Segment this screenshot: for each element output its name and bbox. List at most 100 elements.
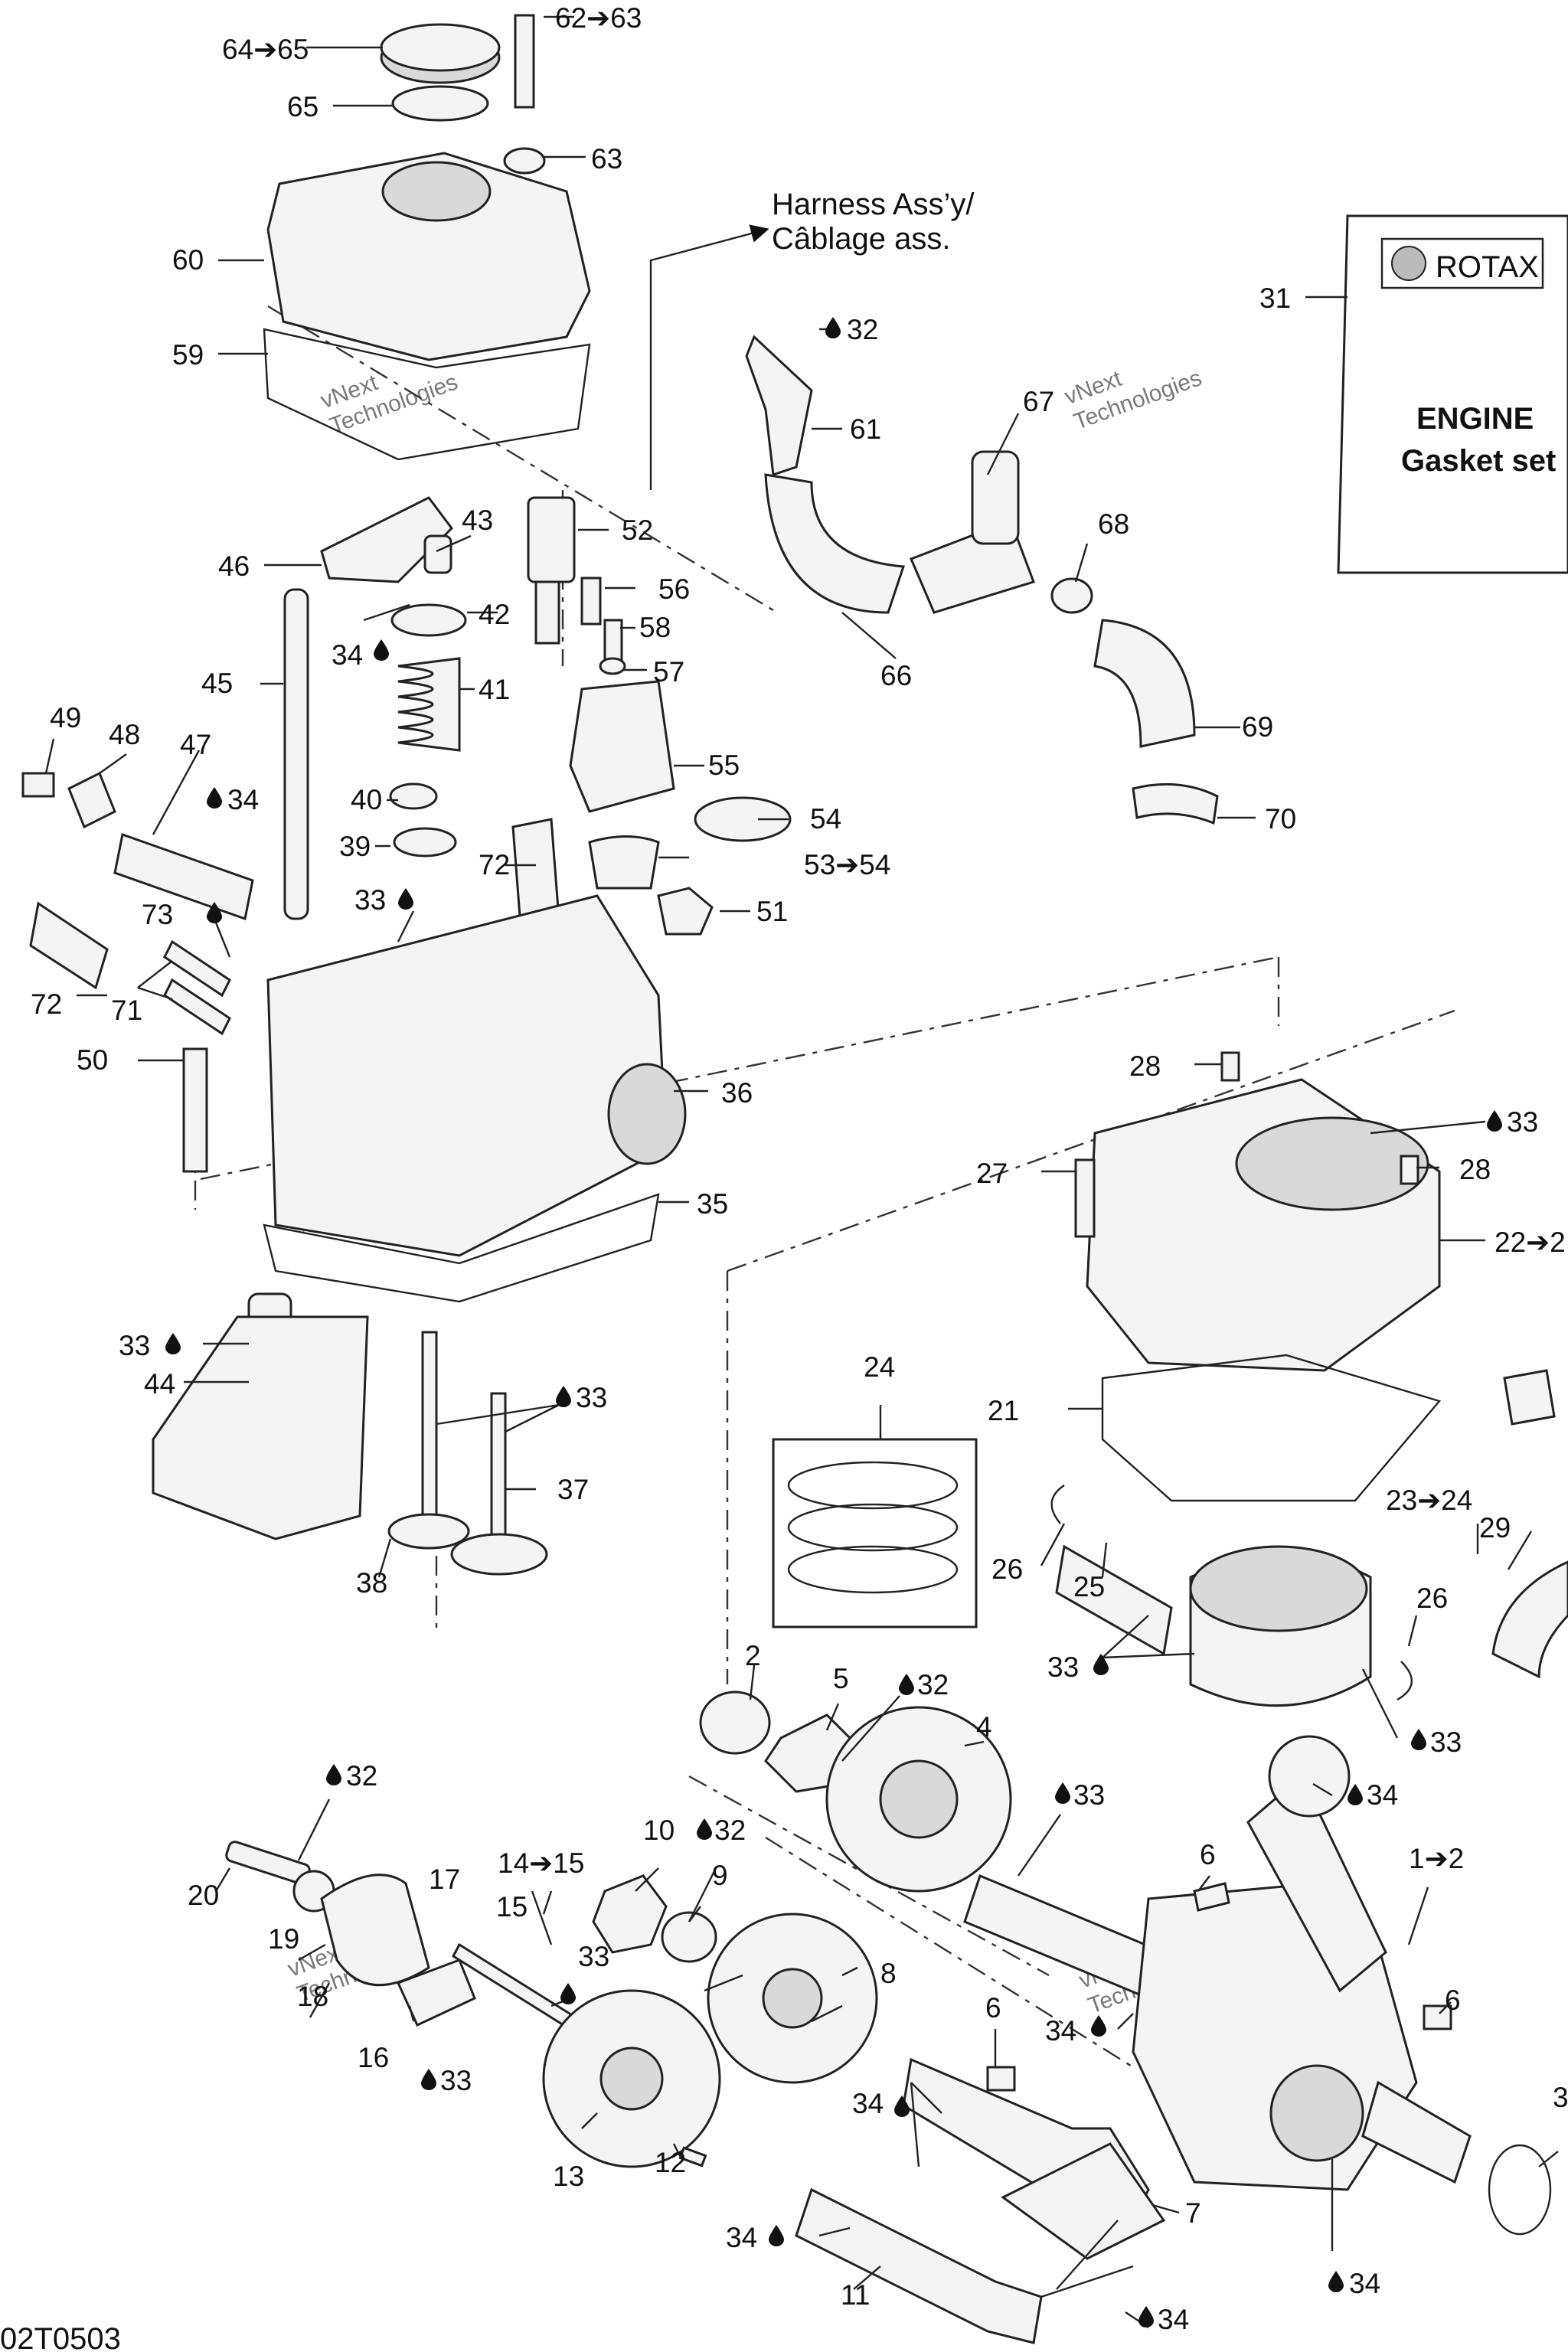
cover-plate [67, 771, 116, 829]
callout-36: 36 [721, 1077, 753, 1109]
callout-19: 19 [268, 1923, 299, 1955]
callout-23-24: 23➔24 [1386, 1485, 1472, 1516]
harness-note-line2: Câblage ass. [772, 222, 950, 256]
callout-12: 12 [655, 2147, 686, 2178]
spark-plug-left [29, 901, 109, 990]
hose-clamp [1503, 1369, 1556, 1426]
circlip [1396, 1661, 1413, 1701]
callout-66: 66 [880, 660, 912, 691]
callout-4: 4 [976, 1711, 992, 1743]
callout-11: 11 [841, 2279, 870, 2311]
lubricant-drop-icon [421, 2069, 436, 2090]
stud [163, 978, 231, 1036]
callout-61: 61 [850, 413, 881, 445]
valve-cover-filler-neck [381, 161, 492, 222]
lubricant-drop-icon [697, 1818, 712, 1840]
drawing-code: 02T0503 [0, 2322, 121, 2352]
hose-clamp [1132, 782, 1219, 825]
callout-39: 39 [339, 831, 371, 862]
bushing [699, 1690, 771, 1755]
cover-bolt-washer [503, 147, 546, 175]
callout-33: 33 [354, 884, 386, 916]
callout-31: 31 [1259, 283, 1291, 314]
callout-59: 59 [172, 339, 204, 371]
crank-pin [1269, 2064, 1364, 2162]
cylinder-base-gasket [1101, 1354, 1442, 1502]
callout-38: 38 [356, 1567, 387, 1599]
piston-ring-box [772, 1438, 978, 1628]
callout-15: 15 [496, 1891, 528, 1922]
intake-valve-stem [490, 1392, 507, 1548]
callout-2: 2 [745, 1640, 761, 1671]
callout-33: 33 [119, 1330, 150, 1361]
oil-filler-cap-top [380, 23, 501, 72]
woodruff-key [986, 2066, 1016, 2092]
cylinder-head-bolt [182, 1047, 208, 1173]
lubricant-drop-icon [769, 2225, 784, 2246]
tensioner-plate [320, 1873, 430, 1987]
callout-34: 34 [227, 784, 259, 815]
callout-69: 69 [1242, 711, 1273, 743]
tee-fitting-branch [971, 450, 1020, 545]
gear-hub [599, 2047, 664, 2111]
callout-8: 8 [880, 1958, 897, 1989]
gear-hub [762, 1968, 823, 2029]
callout-32: 32 [917, 1669, 949, 1700]
callout-6: 6 [1445, 1984, 1461, 2016]
callout-34: 34 [1367, 1779, 1398, 1811]
lubricant-drop-icon [165, 1333, 181, 1354]
callout-63: 63 [591, 143, 622, 175]
shaft [452, 1942, 583, 2035]
gasket-set-brand: ROTAX [1436, 250, 1539, 284]
thermostat [588, 835, 660, 890]
callout-55: 55 [708, 750, 740, 781]
callout-21: 21 [988, 1395, 1019, 1426]
rocker-shaft [113, 833, 254, 920]
callout-33: 33 [1507, 1106, 1538, 1138]
lubricant-drop-icon [398, 888, 413, 910]
callout-13: 13 [553, 2161, 584, 2192]
crankcase-half [152, 1315, 369, 1540]
callout-22-2: 22➔2 [1494, 1227, 1566, 1258]
piston-ring [787, 1461, 959, 1510]
leader-lines [44, 15, 1559, 2328]
cylinder [1086, 1078, 1441, 1372]
callout-40: 40 [351, 784, 382, 815]
valve-cover-assembly [263, 14, 591, 461]
callout-68: 68 [1098, 508, 1129, 540]
callout-65: 65 [287, 91, 318, 122]
callout-1-2: 1➔2 [1409, 1843, 1464, 1874]
callout-6: 6 [1200, 1839, 1216, 1870]
lubricant-drop-icon [560, 1983, 576, 2004]
piston-ring [787, 1545, 959, 1594]
callout-50: 50 [77, 1044, 108, 1076]
callout-16: 16 [358, 2042, 389, 2073]
timing-gear-hub [879, 1759, 959, 1839]
gasket-set-box: ROTAX ENGINE Gasket set [1337, 214, 1568, 574]
callout-34: 34 [1045, 2015, 1076, 2047]
callout-32: 32 [346, 1760, 377, 1792]
lubricant-drop-icon [556, 1386, 571, 1407]
callout-34: 34 [726, 2222, 757, 2253]
callout-46: 46 [218, 550, 250, 582]
callout-62-63: 62➔63 [555, 2, 642, 34]
callout-71: 71 [111, 995, 142, 1026]
callout-51: 51 [756, 896, 788, 927]
callout-33: 33 [440, 2065, 472, 2096]
callout-43: 43 [462, 505, 493, 536]
hose [764, 473, 906, 614]
lubricant-drop-icon [326, 1764, 341, 1785]
piston-crown [1189, 1545, 1368, 1632]
crank-end [1361, 2080, 1472, 2184]
circlip [1050, 1485, 1065, 1524]
lubricant-drop-icon [899, 1674, 914, 1695]
coolant-hoses [745, 335, 1219, 825]
callout-47: 47 [180, 729, 211, 760]
callout-28: 28 [1459, 1154, 1491, 1185]
callout-58: 58 [639, 612, 671, 643]
balancer-shaft [795, 2187, 1043, 2344]
cover-screw [21, 772, 55, 798]
valve-spring [397, 657, 461, 752]
